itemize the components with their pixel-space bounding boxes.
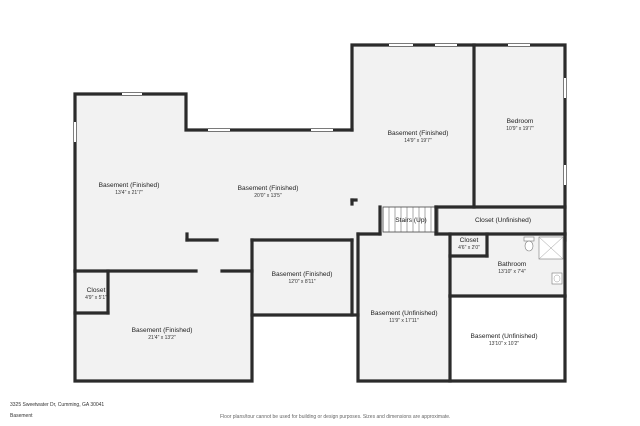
- room-name: Basement (Finished): [238, 185, 299, 192]
- floor-name: Basement: [10, 413, 33, 419]
- room-dims: 12'0" x 8'11": [288, 279, 315, 285]
- room-dims: 21'4" x 13'2": [148, 335, 176, 341]
- shower-icon: [538, 236, 564, 260]
- room-dims: 4'6" x 2'0": [458, 245, 480, 251]
- toilet-icon: [523, 236, 535, 252]
- room-name: Basement (Finished): [388, 130, 449, 137]
- room-name: Basement (Finished): [272, 271, 333, 278]
- property-address: 3325 Sweetwater Dr, Cumming, GA 30041: [10, 402, 105, 408]
- room-name: Basement (Finished): [132, 327, 193, 334]
- room-name: Stairs (Up): [395, 217, 427, 224]
- room-dims: 20'0" x 13'5": [254, 193, 282, 199]
- room-name: Bedroom: [507, 118, 534, 125]
- room-dims: 13'10" x 10'2": [489, 341, 519, 347]
- room-dims: 13'4" x 21'7": [115, 190, 143, 196]
- room-name: Closet: [87, 287, 106, 294]
- room-dims: 14'9" x 19'7": [404, 138, 432, 144]
- room-dims: 13'10" x 7'4": [498, 269, 526, 275]
- windows: [74, 44, 566, 185]
- room-name: Basement (Finished): [99, 182, 160, 189]
- room-dims: 4'9" x 5'1": [85, 295, 107, 301]
- stairs-icon: [382, 206, 439, 233]
- room-name: Bathroom: [498, 261, 527, 268]
- sink-icon: [551, 272, 563, 285]
- room-name: Basement (Unfinished): [370, 310, 437, 317]
- room-labels: Bedroom 10'9" x 19'7" Basement (Finished…: [85, 118, 537, 347]
- floor-fill: [75, 45, 565, 381]
- room-name: Closet: [460, 237, 479, 244]
- room-name: Closet (Unfinished): [475, 217, 531, 224]
- room-dims: 10'9" x 19'7": [506, 126, 534, 132]
- disclaimer-text: Floor plans/tour cannot be used for buil…: [220, 414, 451, 420]
- room-dims: 11'9" x 17'11": [389, 318, 419, 324]
- room-name: Basement (Unfinished): [470, 333, 537, 340]
- bathroom-fixtures: [523, 236, 564, 285]
- walls: [73, 43, 567, 383]
